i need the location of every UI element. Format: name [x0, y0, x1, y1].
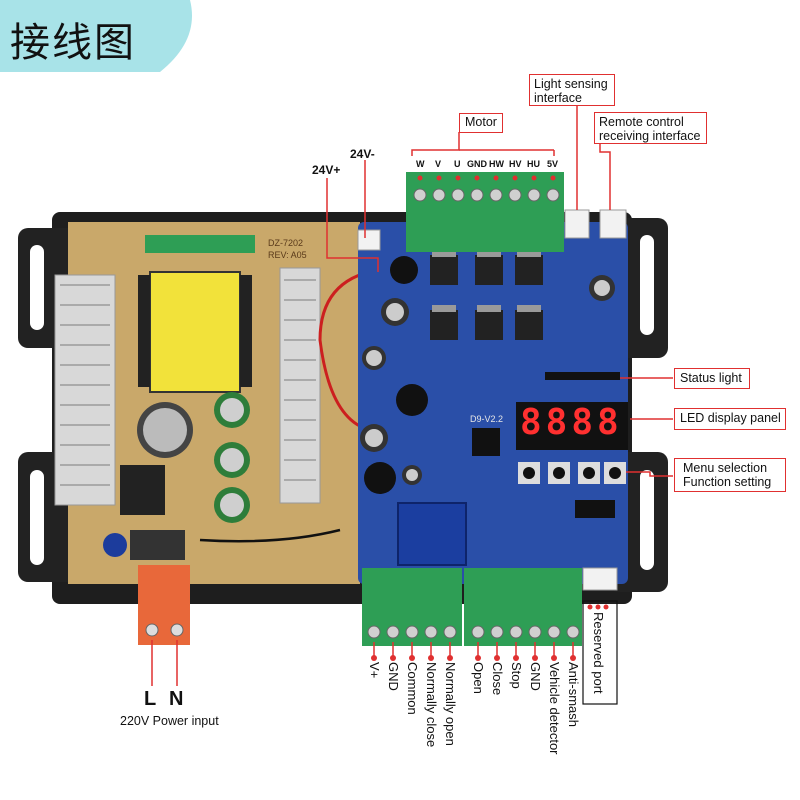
- power-L-label: L: [144, 688, 157, 710]
- terminal-label: Anti-smash: [566, 662, 581, 728]
- remote-control-label: Remote control receiving interface: [594, 112, 707, 144]
- power-input-label: 220V Power input: [120, 714, 219, 728]
- control-board-rev: D9-V2.2: [470, 414, 504, 424]
- terminal-label: Stop: [509, 662, 524, 689]
- motor-label: Motor: [459, 113, 503, 133]
- terminal-label: Vehicle detector: [547, 662, 562, 755]
- menu-selection-text: Menu selection Function setting: [683, 461, 772, 489]
- terminal-label: Open: [471, 662, 486, 694]
- title-banner: [0, 0, 192, 72]
- menu-selection-label: Menu selection Function setting: [674, 458, 786, 492]
- power-board-rev: REV: A05: [268, 250, 307, 260]
- v24-minus-label: 24V-: [350, 147, 375, 161]
- led-display-label: LED display panel: [674, 408, 786, 430]
- motor-pin-label: U: [454, 159, 461, 169]
- terminal-label: GND: [528, 662, 543, 691]
- page-title: 接线图: [10, 20, 136, 66]
- motor-pin-label: 5V: [547, 159, 559, 169]
- light-sensing-text: Light sensing interface: [534, 77, 608, 105]
- motor-pin-label: HU: [527, 159, 540, 169]
- terminal-label: V+: [367, 662, 382, 679]
- power-board-model: DZ-7202: [268, 238, 304, 248]
- terminal-label: Normally close: [424, 662, 439, 748]
- terminal-label: Normally open: [443, 662, 458, 746]
- terminal-label: Common: [405, 662, 420, 715]
- motor-pin-label: W: [416, 159, 425, 169]
- remote-control-text: Remote control receiving interface: [599, 115, 701, 143]
- power-N-label: N: [169, 688, 184, 710]
- terminal-label: GND: [386, 662, 401, 691]
- terminal-label: Close: [490, 662, 505, 696]
- motor-pin-label: V: [435, 159, 442, 169]
- motor-pin-label: GND: [467, 159, 487, 169]
- reserved-port-label: Reserved port: [591, 612, 606, 694]
- status-light-label: Status light: [674, 368, 750, 389]
- v24-plus-label: 24V+: [312, 163, 341, 177]
- motor-pin-label: HV: [509, 159, 522, 169]
- motor-pin-label: HW: [489, 159, 504, 169]
- led-display-digits: 8888: [520, 402, 623, 443]
- light-sensing-label: Light sensing interface: [529, 74, 615, 106]
